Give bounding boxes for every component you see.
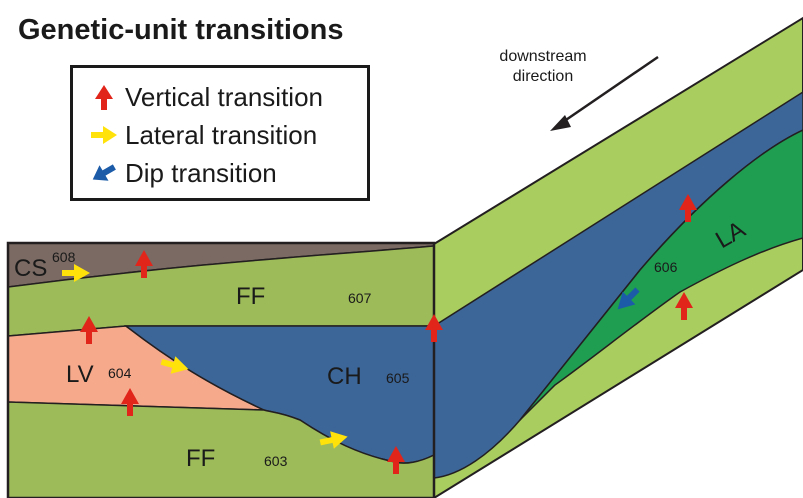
unit-ff-top-number: 607 <box>348 290 372 306</box>
legend-item-dip: Dip transition <box>89 156 277 190</box>
downstream-line2: direction <box>512 68 574 85</box>
unit-cs-code: CS <box>14 255 47 282</box>
unit-cs-number: 608 <box>52 249 76 265</box>
yellow-right-arrow-icon <box>91 126 117 144</box>
unit-ch-number: 605 <box>386 370 410 386</box>
red-up-arrow-icon <box>95 85 113 110</box>
unit-lv-code: LV <box>66 361 94 388</box>
unit-ff-top-code: FF <box>236 283 265 310</box>
blue-diagonal-arrow-icon <box>92 164 116 181</box>
page-title: Genetic-unit transitions <box>18 14 344 46</box>
legend-label-vertical: Vertical transition <box>125 81 323 112</box>
legend-item-lateral: Lateral transition <box>89 118 317 152</box>
unit-ch-code: CH <box>327 363 362 390</box>
yellow-right-arrow-icon <box>62 264 348 449</box>
unit-ff-bottom-code: FF <box>186 445 215 472</box>
legend-label-lateral: Lateral transition <box>125 119 318 150</box>
right-face-lateral-accretion <box>519 129 803 421</box>
unit-ff-bottom-shape <box>7 401 435 498</box>
downstream-label: downstream direction <box>482 47 604 87</box>
legend: Vertical transition Lateral transition D… <box>70 65 370 201</box>
downstream-arrow-icon <box>550 55 659 131</box>
legend-label-dip: Dip transition <box>125 157 277 188</box>
downstream-line1: downstream <box>499 48 587 65</box>
unit-lv-number: 604 <box>108 365 132 381</box>
blue-diagonal-arrow-icon <box>617 287 640 310</box>
unit-la-number: 606 <box>654 259 678 275</box>
unit-ff-bottom-number: 603 <box>264 453 288 469</box>
legend-item-vertical: Vertical transition <box>89 80 323 114</box>
red-up-arrow-icon <box>80 194 697 474</box>
